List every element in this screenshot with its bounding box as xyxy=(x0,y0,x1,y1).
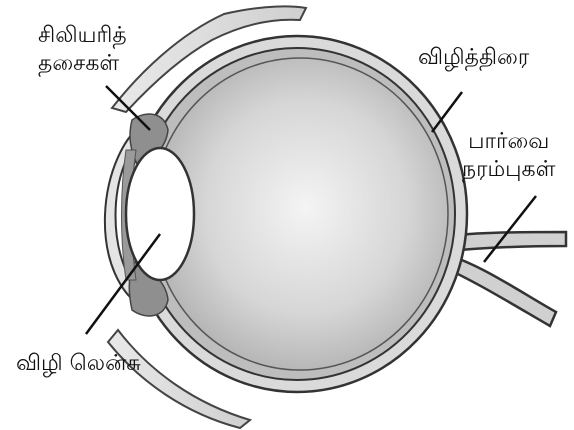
label-optic-line2: நரம்புகள் xyxy=(462,156,555,184)
label-ciliary-line1: சிலியரித் xyxy=(38,22,127,50)
label-lens: விழி லென்சு xyxy=(16,350,141,378)
label-optic-line1: பார்வை xyxy=(462,128,555,156)
label-ciliary-line2: தசைகள் xyxy=(38,50,127,78)
label-ciliary-muscles: சிலியரித் தசைகள் xyxy=(38,22,127,78)
vitreous-body xyxy=(152,58,448,370)
label-retina: விழித்திரை xyxy=(418,44,529,72)
lens xyxy=(126,148,194,280)
label-optic-nerves: பார்வை நரம்புகள் xyxy=(462,128,555,184)
leader-optic xyxy=(484,196,536,262)
